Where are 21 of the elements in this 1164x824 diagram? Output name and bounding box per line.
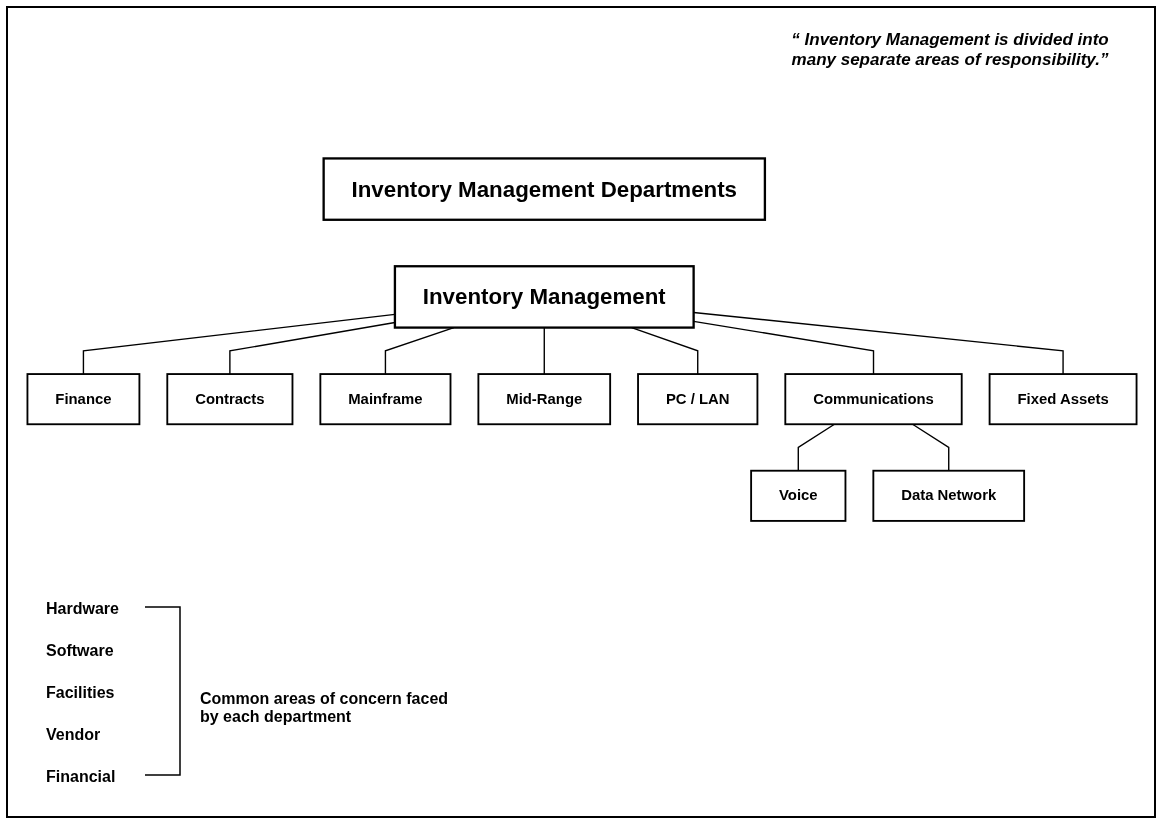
- node-box: Contracts: [166, 373, 294, 426]
- node-box: Inventory Management Departments: [322, 157, 767, 222]
- node-box: Finance: [26, 373, 141, 426]
- node-box: PC / LAN: [637, 373, 759, 426]
- connector: [543, 327, 545, 376]
- node-box: Mainframe: [319, 373, 452, 426]
- node-box: Data Network: [872, 470, 1026, 523]
- node-box: Voice: [750, 470, 847, 523]
- node-box: Mid-Range: [477, 373, 612, 426]
- list-item: Software: [46, 641, 115, 661]
- quote-text: “ Inventory Management is divided into many separate areas of responsibility.”: [790, 30, 1110, 70]
- node-box: Fixed Assets: [988, 373, 1138, 426]
- list-item: Vendor: [46, 725, 102, 745]
- list-item: Facilities: [46, 683, 116, 703]
- connector: [797, 423, 836, 472]
- connector: [911, 423, 950, 472]
- node-box: Communications: [784, 373, 963, 426]
- list-item: Financial: [46, 767, 117, 787]
- note-text: Common areas of concern faced by each department: [200, 690, 450, 726]
- node-box: Inventory Management: [393, 265, 695, 330]
- list-item: Hardware: [46, 599, 119, 619]
